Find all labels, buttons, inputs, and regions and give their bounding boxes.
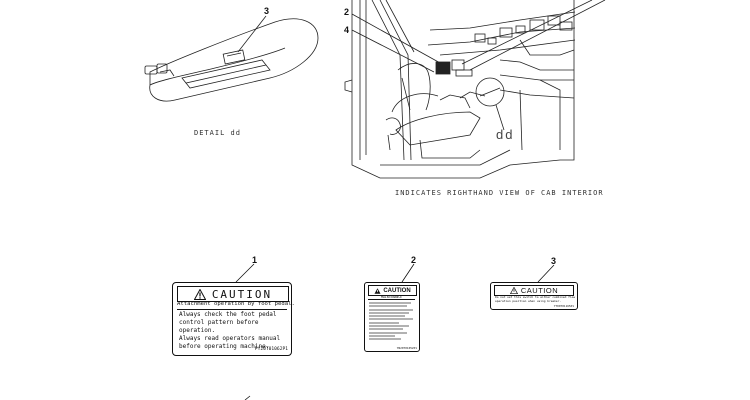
- cab-interior-drawing: [344, 0, 606, 179]
- label-3-heading: CAUTION: [520, 286, 559, 295]
- detail-dd-caption: DETAIL dd: [194, 129, 241, 137]
- callout-2: 2: [411, 255, 417, 265]
- caution-label-3: CAUTION Do not set this switch to either…: [490, 282, 578, 310]
- label-2-subtitle: MAINTENANCE: [368, 295, 415, 301]
- label-1-line: Always check the foot pedal: [179, 311, 277, 318]
- label-3-header: CAUTION: [494, 285, 574, 296]
- callout-3: 3: [551, 256, 557, 266]
- callout-1: 1: [252, 255, 258, 265]
- view-ref-dd: dd: [496, 127, 515, 142]
- label-3-line: Do not set this switch to either combine…: [495, 295, 576, 299]
- warning-triangle-icon: [193, 288, 206, 300]
- label-1-subtitle: Attachment operation by foot pedal.: [177, 301, 295, 310]
- callout-3-top: 3: [264, 6, 270, 16]
- cab-view-caption: INDICATES RIGHTHAND VIEW OF CAB INTERIOR: [395, 189, 604, 197]
- label-1-line: Always read operators manual: [179, 335, 281, 342]
- label-1-line: operation.: [179, 327, 216, 334]
- label-2-part-number: YN20T01052P1: [396, 346, 417, 351]
- label-2-header: CAUTION: [368, 285, 417, 296]
- caution-label-2: CAUTION MAINTENANCE YN20T01052P1: [364, 282, 420, 352]
- label-2-heading: CAUTION: [383, 287, 411, 294]
- caution-label-1: CAUTION Attachment operation by foot ped…: [172, 282, 295, 356]
- label-1-header: CAUTION: [177, 286, 289, 302]
- detail-dd-drawing: [144, 15, 319, 102]
- label-1-part-number: PY20T01062P1: [254, 347, 288, 353]
- warning-triangle-icon: [374, 287, 381, 294]
- label-leaders: [235, 263, 555, 400]
- label-1-line: control pattern before: [179, 319, 259, 326]
- callout-4-cab: 4: [344, 25, 350, 35]
- label-3-line: operation position when using breaker.: [495, 299, 562, 303]
- label-3-part-number: YT00T01165P1: [553, 304, 574, 309]
- label-1-line: before operating machine.: [179, 343, 270, 350]
- warning-triangle-icon: [509, 287, 518, 294]
- label-2-fine-print: [369, 302, 413, 340]
- label-1-heading: CAUTION: [211, 287, 273, 301]
- callout-2-cab: 2: [344, 7, 350, 17]
